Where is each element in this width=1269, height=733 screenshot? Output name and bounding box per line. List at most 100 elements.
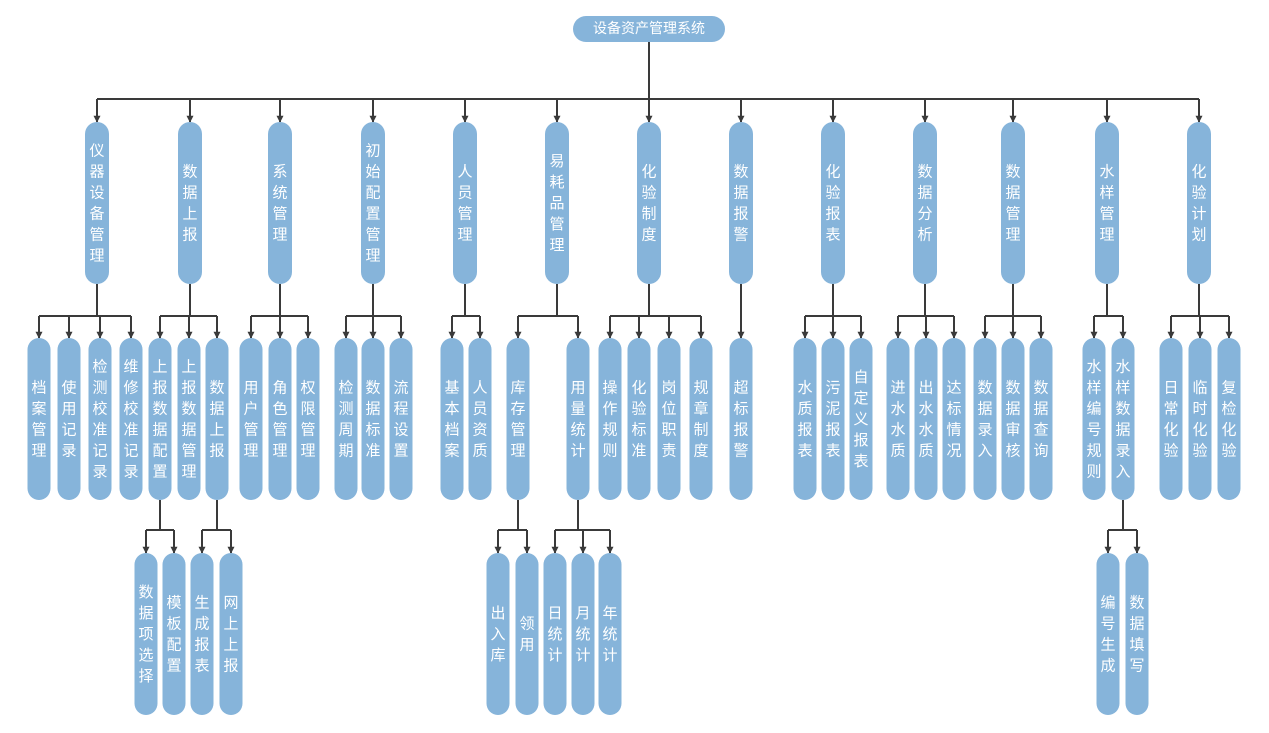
category-8-child-1-box [821, 338, 845, 500]
category-6-child-3-label: 规章制度 [693, 379, 708, 460]
category-6-child-1-box [627, 338, 651, 500]
category-5-child-0-sub-0[interactable]: 出入库 [486, 553, 510, 715]
category-12-child-1[interactable]: 临时化验 [1188, 338, 1212, 500]
category-2-child-0[interactable]: 用户管理 [239, 338, 263, 500]
category-5-child-0-sub-1-label: 领用 [519, 615, 534, 654]
category-5-child-0-label: 库存管理 [510, 379, 525, 460]
category-1-child-2-sub-1-label: 网上上报 [223, 594, 238, 675]
category-1-child-1-box [177, 338, 201, 500]
category-9-child-2-box [942, 338, 966, 500]
category-4-child-1-label: 人员资质 [472, 379, 487, 460]
category-10-child-2-box [1029, 338, 1053, 500]
category-9-child-1[interactable]: 出水水质 [914, 338, 938, 500]
category-0[interactable]: 仪器设备管理 [85, 122, 109, 284]
category-8-child-2-label: 自定义报表 [853, 368, 868, 470]
category-11[interactable]: 水样管理 [1095, 122, 1119, 284]
category-1-child-2[interactable]: 数据上报 [205, 338, 229, 500]
category-4-child-1[interactable]: 人员资质 [468, 338, 492, 500]
category-5-child-1-box [566, 338, 590, 500]
category-8-child-1[interactable]: 污泥报表 [821, 338, 845, 500]
root-node[interactable]: 设备资产管理系统 [573, 16, 725, 42]
category-0-child-1-box [57, 338, 81, 500]
category-4-child-0-label: 基本档案 [444, 379, 459, 460]
category-5-child-1-sub-2[interactable]: 年统计 [598, 553, 622, 715]
category-1-child-1[interactable]: 上报数据管理 [177, 338, 201, 500]
category-8[interactable]: 化验报表 [821, 122, 845, 284]
category-1-child-0-sub-0-label: 数据项选择 [138, 583, 153, 685]
category-1-child-0-sub-0[interactable]: 数据项选择 [134, 553, 158, 715]
category-11-child-0[interactable]: 水样编号规则 [1082, 338, 1106, 500]
category-11-child-1-sub-0-box [1096, 553, 1120, 715]
category-7[interactable]: 数据报警 [729, 122, 753, 284]
category-3-child-2-label: 流程设置 [393, 379, 408, 460]
category-7-child-0-label: 超标报警 [733, 379, 748, 460]
category-0-child-0[interactable]: 档案管理 [27, 338, 51, 500]
category-6[interactable]: 化验制度 [637, 122, 661, 284]
category-12-child-2[interactable]: 复检化验 [1217, 338, 1241, 500]
category-6-child-2[interactable]: 岗位职责 [657, 338, 681, 500]
category-6-child-0[interactable]: 操作规则 [598, 338, 622, 500]
category-1-child-0[interactable]: 上报数据配置 [148, 338, 172, 500]
category-8-child-2-box [849, 338, 873, 500]
category-1-child-2-sub-1[interactable]: 网上上报 [219, 553, 243, 715]
category-5-child-0-sub-1[interactable]: 领用 [515, 553, 539, 715]
category-10-child-0-box [973, 338, 997, 500]
category-3-child-2[interactable]: 流程设置 [389, 338, 413, 500]
category-0-child-1[interactable]: 使用记录 [57, 338, 81, 500]
category-12-child-2-box [1217, 338, 1241, 500]
category-1-child-0-sub-1-label: 模板配置 [166, 594, 181, 675]
category-2[interactable]: 系统管理 [268, 122, 292, 284]
category-9[interactable]: 数据分析 [913, 122, 937, 284]
category-5-child-1[interactable]: 用量统计 [566, 338, 590, 500]
category-5-child-0[interactable]: 库存管理 [506, 338, 530, 500]
category-6-child-0-label: 操作规则 [602, 379, 617, 460]
category-8-label: 化验报表 [825, 163, 840, 244]
category-10[interactable]: 数据管理 [1001, 122, 1025, 284]
category-3-child-0[interactable]: 检测周期 [334, 338, 358, 500]
category-7-child-0[interactable]: 超标报警 [729, 338, 753, 500]
category-10-child-2[interactable]: 数据查询 [1029, 338, 1053, 500]
category-9-child-0-box [886, 338, 910, 500]
category-12-child-0-box [1159, 338, 1183, 500]
category-1-label: 数据上报 [182, 163, 197, 244]
category-9-child-2[interactable]: 达标情况 [942, 338, 966, 500]
category-11-child-0-box [1082, 338, 1106, 500]
category-1-child-0-box [148, 338, 172, 500]
category-8-child-2[interactable]: 自定义报表 [849, 338, 873, 500]
category-12-child-0-label: 日常化验 [1163, 379, 1178, 460]
category-6-child-1[interactable]: 化验标准 [627, 338, 651, 500]
category-2-child-2[interactable]: 权限管理 [296, 338, 320, 500]
category-1-child-2-sub-0[interactable]: 生成报表 [190, 553, 214, 715]
category-4[interactable]: 人员管理 [453, 122, 477, 284]
category-11-child-1[interactable]: 水样数据录入 [1111, 338, 1135, 500]
category-10-child-2-label: 数据查询 [1033, 379, 1048, 460]
category-1-child-0-sub-1[interactable]: 模板配置 [162, 553, 186, 715]
category-9-child-0-label: 进水水质 [890, 379, 905, 460]
category-5-child-1-sub-0[interactable]: 日统计 [543, 553, 567, 715]
category-3-child-1[interactable]: 数据标准 [361, 338, 385, 500]
category-6-child-2-box [657, 338, 681, 500]
category-4-child-0[interactable]: 基本档案 [440, 338, 464, 500]
category-2-label: 系统管理 [272, 163, 287, 244]
category-0-child-3[interactable]: 维修校准记录 [119, 338, 143, 500]
category-5-child-1-sub-1[interactable]: 月统计 [571, 553, 595, 715]
category-5-label: 易耗品管理 [549, 152, 564, 254]
category-10-child-0[interactable]: 数据录入 [973, 338, 997, 500]
category-1-box [178, 122, 202, 284]
category-0-child-0-label: 档案管理 [31, 379, 46, 460]
category-12-child-0[interactable]: 日常化验 [1159, 338, 1183, 500]
category-10-child-1[interactable]: 数据审核 [1001, 338, 1025, 500]
category-11-child-1-sub-0[interactable]: 编号生成 [1096, 553, 1120, 715]
category-6-child-3[interactable]: 规章制度 [689, 338, 713, 500]
category-0-child-2[interactable]: 检测校准记录 [88, 338, 112, 500]
category-11-child-1-sub-1[interactable]: 数据填写 [1125, 553, 1149, 715]
category-3[interactable]: 初始配置管理 [361, 122, 385, 284]
category-12[interactable]: 化验计划 [1187, 122, 1211, 284]
category-1-child-0-sub-1-box [162, 553, 186, 715]
category-5[interactable]: 易耗品管理 [545, 122, 569, 284]
category-9-child-0[interactable]: 进水水质 [886, 338, 910, 500]
category-8-child-0[interactable]: 水质报表 [793, 338, 817, 500]
category-1[interactable]: 数据上报 [178, 122, 202, 284]
category-2-child-1[interactable]: 角色管理 [268, 338, 292, 500]
